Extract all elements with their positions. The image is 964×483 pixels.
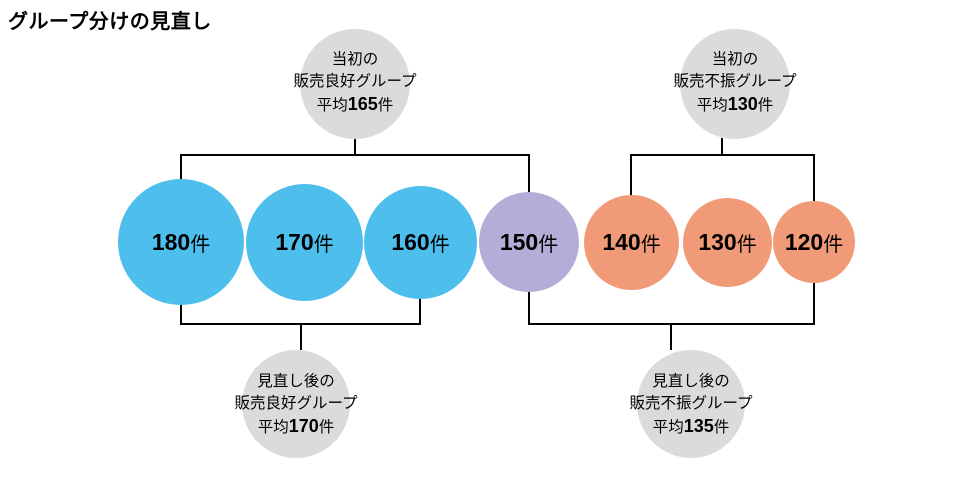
avg-prefix: 平均 [316, 97, 348, 114]
avg-prefix: 平均 [696, 97, 728, 114]
circle-value: 160 [391, 229, 430, 255]
avg-unit: 件 [318, 419, 335, 436]
annotation-line3: 平均165件 [260, 93, 450, 117]
annotation-initial-good-text: 当初の 販売良好グループ 平均165件 [260, 49, 450, 117]
circle-value: 120 [784, 228, 824, 255]
avg-value: 165 [347, 94, 378, 114]
circle-unit: 件 [538, 233, 559, 256]
circle-value: 180 [151, 228, 191, 255]
annotation-bubble-initial-good [300, 29, 410, 139]
annotation-revised-poor-text: 見直し後の 販売不振グループ 平均135件 [596, 371, 786, 439]
circle-unit: 件 [429, 234, 450, 256]
bracket-stem [300, 324, 302, 350]
annotation-line1: 見直し後の [652, 373, 730, 390]
bracket-left-drop [630, 154, 632, 199]
bracket-left-rise [180, 301, 182, 325]
bracket-stem [721, 138, 723, 155]
annotation-bubble-revised-poor [637, 350, 745, 458]
annotation-line3: 平均170件 [201, 415, 391, 439]
annotation-line1: 見直し後の [257, 373, 335, 390]
circle-unit: 件 [823, 233, 844, 256]
annotation-revised-good-text: 見直し後の 販売良好グループ 平均170件 [201, 371, 391, 439]
bracket-right-rise [419, 295, 421, 325]
annotation-line1: 当初の [331, 51, 379, 68]
avg-value: 130 [727, 94, 758, 114]
annotation-line2: 販売不振グループ [673, 73, 797, 90]
bracket-right-rise [813, 279, 815, 325]
circle-value: 170 [275, 229, 314, 255]
annotation-bubble-revised-good [242, 350, 350, 458]
annotation-line2: 販売良好グループ [293, 73, 417, 90]
bracket-left-rise [528, 288, 530, 325]
bracket-right-drop [813, 154, 815, 205]
circle-value: 130 [698, 229, 737, 255]
page-title: グループ分けの見直し [8, 11, 212, 33]
bracket-left-drop [180, 154, 182, 184]
avg-unit: 件 [757, 97, 774, 114]
circle-unit: 件 [640, 234, 661, 256]
bracket-horizontal-line [630, 154, 815, 156]
circle-value: 140 [602, 229, 641, 255]
annotation-bubble-initial-poor [680, 29, 790, 139]
annotation-line2: 販売良好グループ [234, 395, 358, 412]
avg-unit: 件 [713, 419, 730, 436]
bracket-right-drop [528, 154, 530, 196]
circle-value: 150 [499, 228, 539, 255]
avg-value: 170 [288, 416, 319, 436]
annotation-initial-poor-text: 当初の 販売不振グループ 平均130件 [640, 49, 830, 117]
avg-prefix: 平均 [257, 419, 289, 436]
annotation-line3: 平均130件 [640, 93, 830, 117]
circle-unit: 件 [190, 233, 211, 256]
annotation-line3: 平均135件 [596, 415, 786, 439]
bracket-horizontal-line [180, 154, 530, 156]
avg-unit: 件 [377, 97, 394, 114]
bracket-stem [670, 324, 672, 350]
annotation-line2: 販売不振グループ [629, 395, 753, 412]
circle-unit: 件 [736, 234, 757, 256]
annotation-line1: 当初の [711, 51, 759, 68]
circle-unit: 件 [313, 234, 334, 256]
avg-value: 135 [683, 416, 714, 436]
avg-prefix: 平均 [652, 419, 684, 436]
bracket-stem [354, 138, 356, 155]
